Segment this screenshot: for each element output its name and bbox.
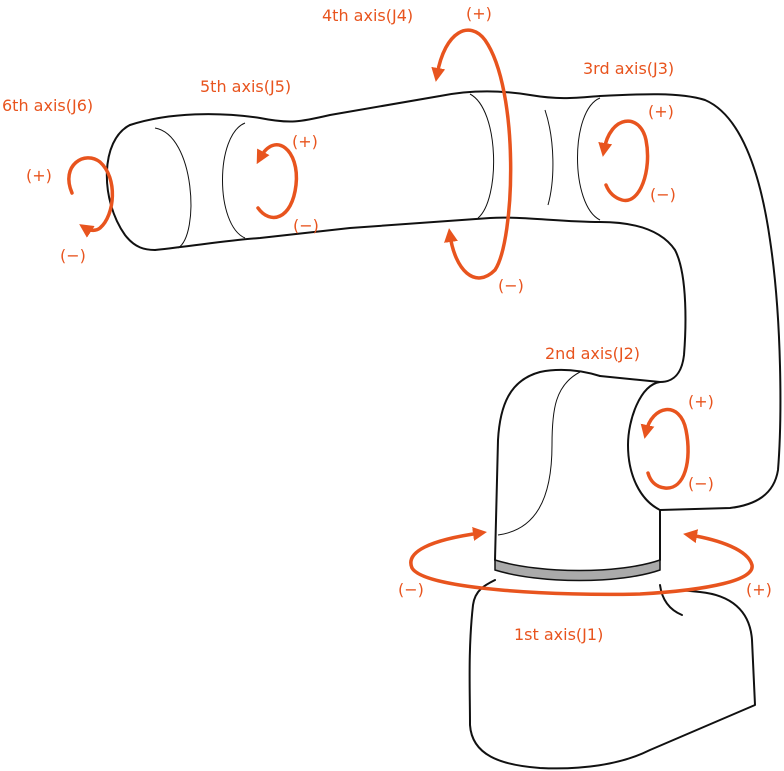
j4-plus-label: (+)	[466, 4, 492, 23]
j2-rotation-arrow	[640, 407, 690, 490]
j6-plus-label: (+)	[26, 166, 52, 185]
j6-rotation-arrow	[67, 156, 115, 238]
j5-rotation-arrow	[256, 143, 299, 220]
j2-axis-label: 2nd axis(J2)	[545, 344, 640, 363]
j1-minus-label: (−)	[398, 580, 424, 599]
j4-axis-label: 4th axis(J4)	[322, 6, 414, 25]
j5-plus-label: (+)	[292, 132, 318, 151]
j6-axis-label: 6th axis(J6)	[2, 96, 94, 115]
j3-plus-label: (+)	[648, 102, 674, 121]
j2-plus-label: (+)	[688, 392, 714, 411]
j1-rotation-arrow	[409, 527, 754, 597]
j4-minus-label: (−)	[498, 276, 524, 295]
j3-minus-label: (−)	[650, 185, 676, 204]
j5-axis-label: 5th axis(J5)	[200, 77, 292, 96]
j3-axis-label: 3rd axis(J3)	[583, 59, 675, 78]
j4-rotation-arrow	[431, 28, 513, 280]
j1-axis-label: 1st axis(J1)	[514, 625, 604, 644]
j1-plus-label: (+)	[746, 580, 772, 599]
j3-rotation-arrow	[598, 119, 650, 203]
base-band	[494, 558, 661, 582]
j5-minus-label: (−)	[293, 216, 319, 235]
arm-outline	[105, 90, 782, 770]
j2-minus-label: (−)	[688, 474, 714, 493]
j6-minus-label: (−)	[60, 246, 86, 265]
